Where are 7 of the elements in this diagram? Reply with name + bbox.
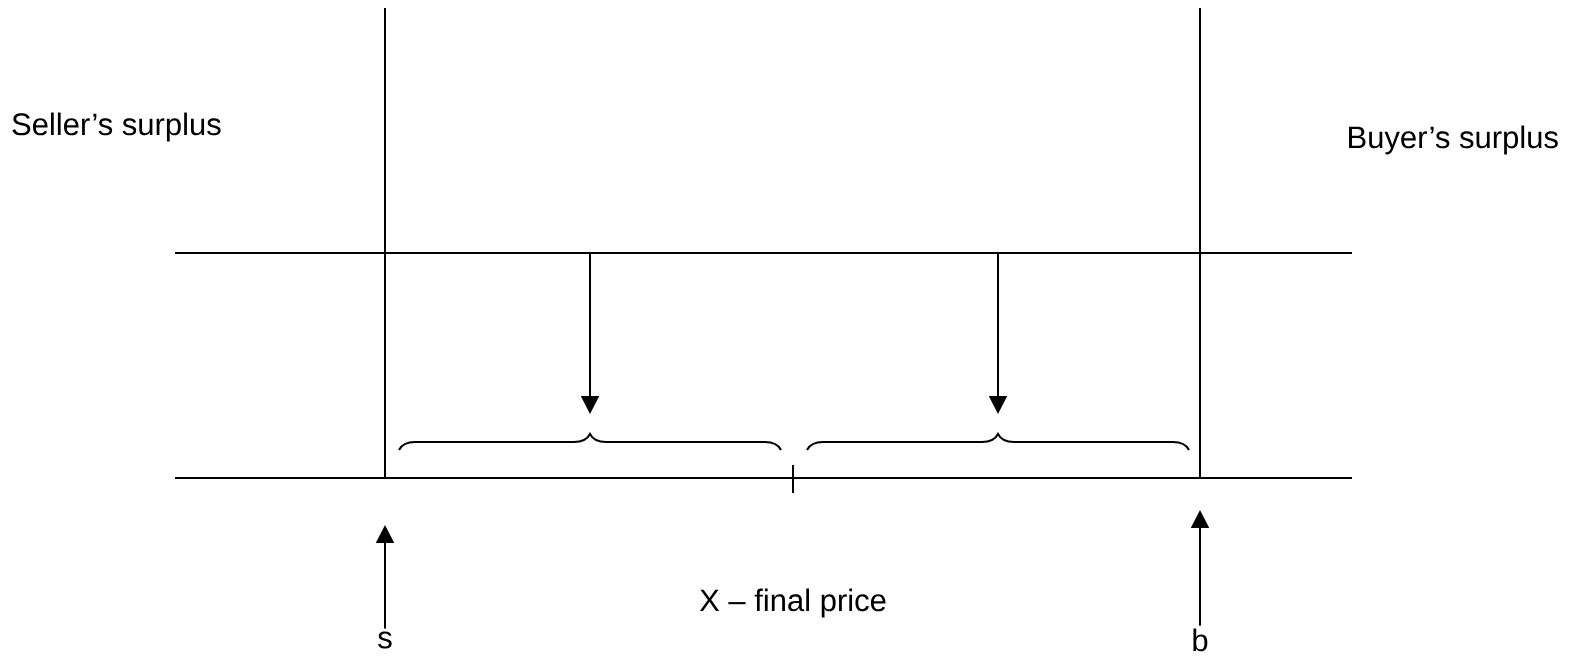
text-label: Buyer’s surplus <box>1349 125 1558 155</box>
curly-brace <box>398 433 782 451</box>
point-label: s <box>378 631 392 649</box>
curly-brace <box>806 433 1190 451</box>
text-label: X – final price <box>699 588 886 618</box>
text-label: Seller’s surplus <box>12 112 221 142</box>
point-label: b <box>1193 628 1208 652</box>
